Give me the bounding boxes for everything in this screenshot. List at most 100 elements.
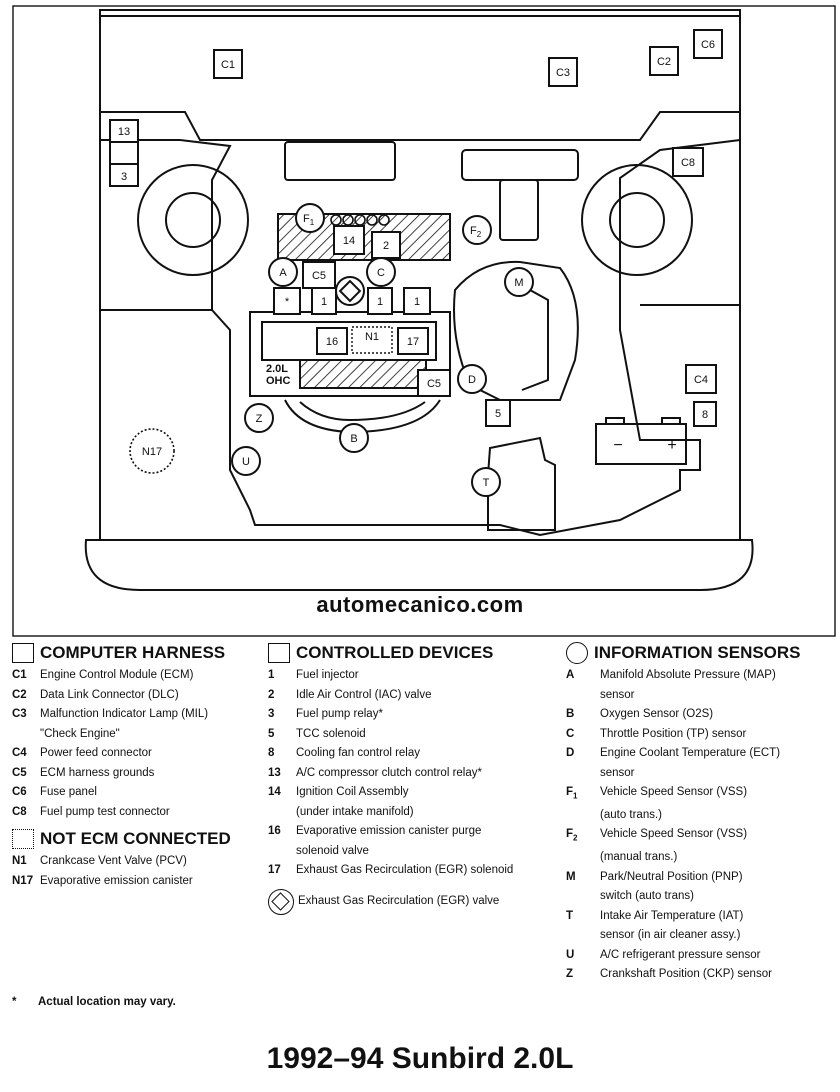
diagram-frame — [12, 5, 836, 637]
label-F1: F1 — [303, 213, 315, 227]
transaxle-detail — [521, 289, 549, 391]
right-strut-inner — [609, 192, 665, 248]
marker-C1 — [213, 49, 243, 79]
legend-text: Fuel pump test connector — [40, 805, 170, 818]
label-F2: F2 — [470, 225, 482, 239]
left-strut-tower — [137, 164, 249, 276]
legend-item: N1 Crankcase Vent Valve (PCV) — [12, 852, 262, 872]
label-battery-plus: + — [667, 437, 676, 454]
legend-text: Oxygen Sensor (O2S) — [600, 708, 714, 720]
label-8: 8 — [702, 409, 708, 421]
legend-text: Intake Air Temperature (IAT) — [600, 909, 744, 922]
left-strut-inner — [165, 192, 221, 248]
footnote-star: * — [12, 996, 17, 1008]
label-C5-lower: C5 — [427, 378, 441, 390]
legend-code: C1 — [12, 669, 27, 681]
legend-code: N1 — [12, 855, 27, 867]
marker-1-c — [403, 287, 431, 315]
label-N1: N1 — [365, 331, 379, 343]
marker-F2 — [462, 215, 492, 245]
label-3: 3 — [121, 171, 127, 183]
label-C2: C2 — [657, 56, 671, 68]
battery-top-2 — [661, 417, 681, 425]
legend-code: B — [566, 708, 575, 720]
legend-text: Vehicle Speed Sensor (VSS) — [600, 828, 748, 841]
marker-2 — [371, 231, 401, 259]
legend-text: Crankcase Vent Valve (PCV) — [40, 855, 187, 867]
legend-code: C — [566, 727, 575, 740]
legend-text: Data Link Connector (DLC) — [40, 688, 179, 701]
legend-text-continued: (auto trans.) — [600, 808, 662, 821]
label-1-c: 1 — [414, 296, 420, 308]
watermark: automecanico.com — [316, 592, 524, 617]
marker-5 — [485, 399, 511, 427]
engine-tag-line-1: 2.0L — [266, 363, 288, 375]
legend-text: Power feed connector — [40, 747, 152, 759]
engine-compartment-diagram: C1 C3 C2 C6 13 3 C8 14 2 C5 * 1 1 1 16 N… — [12, 5, 836, 637]
legend-code: C8 — [12, 805, 27, 818]
label-13: 13 — [118, 126, 130, 138]
marker-C2 — [649, 46, 679, 76]
label-14: 14 — [343, 235, 355, 247]
computer-harness-title: COMPUTER HARNESS — [40, 643, 226, 662]
label-T: T — [483, 477, 490, 489]
label-1-a: 1 — [321, 296, 327, 308]
page-title: 1992–94 Sunbird 2.0L — [266, 1042, 574, 1075]
square-symbol-icon — [268, 643, 290, 663]
controlled-devices-title: CONTROLLED DEVICES — [296, 643, 494, 662]
legend-item: B Oxygen Sensor (O2S) — [566, 705, 836, 725]
legend-code: M — [566, 870, 576, 883]
marker-C5-upper — [302, 261, 336, 289]
legend-text: Crankshaft Position (CKP) sensor — [600, 968, 772, 981]
legend-code: C4 — [12, 747, 27, 759]
label-star: * — [285, 296, 290, 308]
label-A: A — [279, 267, 287, 279]
legend-code: Z — [566, 968, 574, 981]
legend-text: Engine Control Module (ECM) — [40, 669, 194, 681]
marker-C4 — [685, 364, 717, 394]
controlled-devices-heading: CONTROLLED DEVICES — [268, 642, 558, 664]
legend-code: N17 — [12, 874, 34, 887]
legend-item: C8 Fuel pump test connector — [12, 803, 262, 823]
label-C6: C6 — [701, 39, 715, 51]
label-D: D — [468, 374, 476, 386]
label-battery-minus: − — [613, 437, 622, 454]
egr-valve-legend-row: Exhaust Gas Recirculation (EGR) valve — [268, 888, 558, 915]
legend-code: 8 — [268, 747, 275, 759]
legend-code: 2 — [268, 688, 275, 701]
legend-text: Exhaust Gas Recirculation (EGR) solenoid — [296, 864, 514, 876]
legend-code: 13 — [268, 766, 281, 779]
engine-block — [249, 311, 451, 397]
not-ecm-title: NOT ECM CONNECTED — [40, 829, 231, 848]
marker-T — [471, 467, 501, 497]
legend-code: C2 — [12, 688, 27, 701]
footnote: *Actual location may vary. — [12, 996, 176, 1008]
legend-text-continued: sensor — [600, 688, 635, 701]
label-C1: C1 — [221, 59, 235, 71]
legend-code-subscript: 1 — [573, 791, 578, 801]
square-symbol-icon — [12, 643, 34, 663]
marker-star — [273, 287, 301, 315]
battery — [595, 423, 687, 465]
legend-text: Park/Neutral Position (PNP) — [600, 870, 743, 883]
label-U: U — [242, 456, 250, 468]
legend-item: 17 Exhaust Gas Recirculation (EGR) soleno… — [268, 861, 558, 881]
legend-text: Idle Air Control (IAC) valve — [296, 688, 432, 701]
label-C5-upper: C5 — [312, 270, 326, 282]
legend-code: 17 — [268, 864, 281, 876]
legend-code: 14 — [268, 786, 281, 798]
marker-N17 — [129, 428, 175, 474]
legend-text-continued: solenoid valve — [296, 844, 369, 857]
label-B: B — [350, 433, 357, 445]
